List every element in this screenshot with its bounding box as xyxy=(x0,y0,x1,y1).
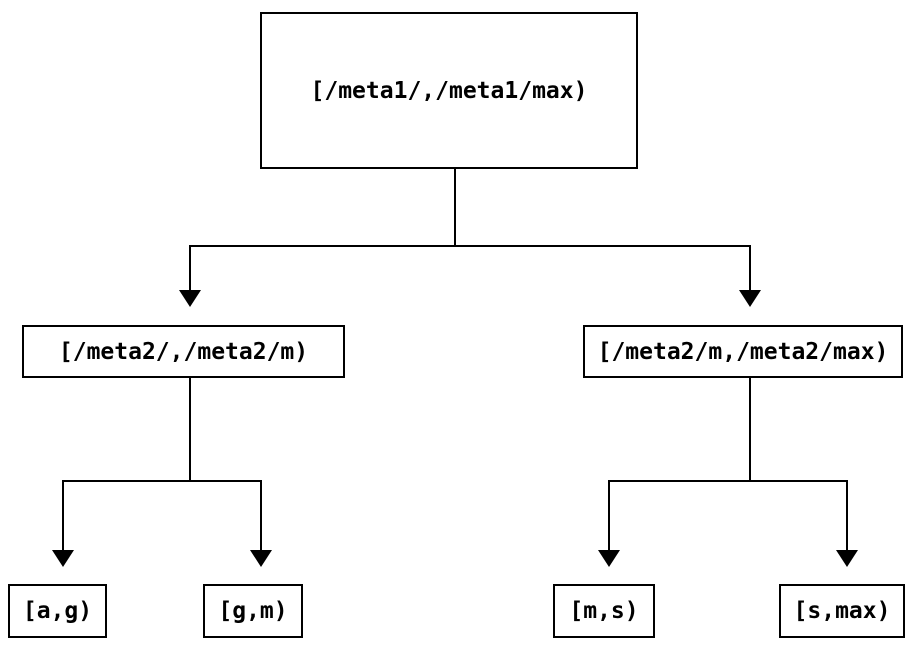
arrowhead-down-leaf-a-g-icon xyxy=(52,550,74,567)
arrowhead-down-leaf-g-m-icon xyxy=(250,550,272,567)
edge-drop-to-meta2-right xyxy=(749,245,751,292)
arrowhead-down-meta2-left-icon xyxy=(179,290,201,307)
node-leaf-range-a-g: [a,g) xyxy=(8,584,107,638)
edge-meta2-right-stem xyxy=(749,378,751,481)
edge-drop-to-leaf-s-max xyxy=(846,480,848,550)
node-meta2-right-range: [/meta2/m,/meta2/max) xyxy=(583,325,903,378)
node-leaf-range-s-max: [s,max) xyxy=(779,584,905,638)
edge-level2-left-rail xyxy=(62,480,262,482)
node-leaf-range-g-m: [g,m) xyxy=(203,584,303,638)
node-leaf-range-m-s: [m,s) xyxy=(553,584,655,638)
edge-meta2-left-stem xyxy=(189,378,191,481)
edge-level1-rail xyxy=(189,245,751,247)
edge-drop-to-meta2-left xyxy=(189,245,191,292)
node-meta2-left-range: [/meta2/,/meta2/m) xyxy=(22,325,345,378)
edge-drop-to-leaf-a-g xyxy=(62,480,64,550)
arrowhead-down-leaf-m-s-icon xyxy=(598,550,620,567)
edge-level2-right-rail xyxy=(608,480,848,482)
arrowhead-down-meta2-right-icon xyxy=(739,290,761,307)
node-meta1-range: [/meta1/,/meta1/max) xyxy=(260,12,638,169)
edge-drop-to-leaf-m-s xyxy=(608,480,610,550)
edge-root-stem xyxy=(454,169,456,247)
arrowhead-down-leaf-s-max-icon xyxy=(836,550,858,567)
edge-drop-to-leaf-g-m xyxy=(260,480,262,550)
